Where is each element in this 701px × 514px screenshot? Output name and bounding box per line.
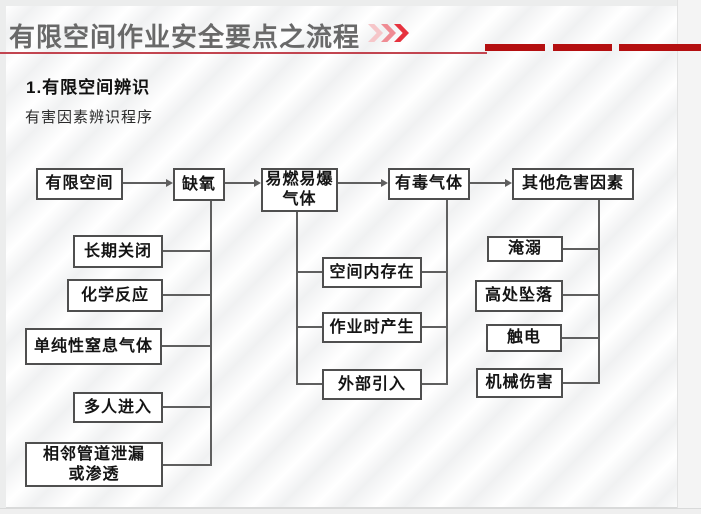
node-simple-asphyxiant-gas: 单纯性窒息气体	[25, 328, 162, 365]
arrow-right-icon	[505, 179, 512, 187]
connector-stub	[298, 271, 322, 273]
node-toxic-gas: 有毒气体	[388, 168, 470, 200]
node-fall-from-height: 高处坠落	[475, 280, 563, 312]
connector-stub	[422, 383, 446, 385]
connector-stub	[163, 464, 210, 466]
connector-stub	[162, 345, 210, 347]
arrow-shaft	[123, 182, 167, 184]
node-external-introduction: 外部引入	[322, 369, 422, 400]
node-drowning: 淹溺	[487, 236, 563, 262]
connector-stub	[163, 294, 210, 296]
title-underline	[0, 52, 487, 54]
node-adjacent-pipeline-leak: 相邻管道泄漏 或渗透	[25, 442, 163, 487]
node-flammable-explosive-gas: 易燃易爆 气体	[261, 168, 338, 212]
arrow-shaft	[470, 182, 506, 184]
connector-other-hazards-branch	[598, 200, 600, 384]
connector-oxygen-branch	[210, 201, 212, 466]
page-title: 有限空间作业安全要点之流程	[9, 22, 361, 52]
chevron-icon	[394, 24, 409, 42]
node-multiple-entry: 多人进入	[73, 392, 163, 423]
connector-stub	[422, 271, 446, 273]
connector-stub	[563, 294, 598, 296]
connector-stub	[298, 326, 322, 328]
node-electric-shock: 触电	[486, 324, 562, 352]
node-oxygen-deficiency: 缺氧	[173, 168, 225, 201]
node-existing-in-space: 空间内存在	[322, 257, 422, 288]
header-dash	[619, 44, 701, 51]
node-produced-during-work: 作业时产生	[322, 312, 422, 343]
chevron-triple-icon	[368, 24, 409, 42]
connector-flammable-branch	[296, 212, 298, 385]
arrow-shaft	[225, 182, 255, 184]
section-heading: 1.有限空间辨识	[26, 78, 151, 97]
connector-stub	[298, 383, 322, 385]
connector-toxic-branch	[446, 200, 448, 385]
node-chemical-reaction: 化学反应	[67, 279, 163, 312]
arrow-right-icon	[254, 179, 261, 187]
connector-stub	[163, 406, 210, 408]
section-subheading: 有害因素辨识程序	[25, 109, 154, 126]
connector-stub	[163, 250, 210, 252]
arrow-right-icon	[381, 179, 388, 187]
connector-stub	[562, 337, 598, 339]
node-mechanical-injury: 机械伤害	[476, 368, 563, 398]
bottom-margin	[0, 508, 701, 514]
node-other-hazards: 其他危害因素	[512, 168, 634, 200]
arrow-right-icon	[166, 179, 173, 187]
chevron-icon	[381, 24, 396, 42]
arrow-shaft	[338, 182, 382, 184]
right-margin	[677, 0, 701, 514]
header-dash	[485, 44, 545, 51]
connector-stub	[422, 326, 446, 328]
node-long-closed: 长期关闭	[73, 235, 163, 268]
connector-stub	[563, 382, 598, 384]
node-confined-space: 有限空间	[36, 168, 123, 200]
chevron-icon	[368, 24, 383, 42]
connector-stub	[563, 248, 598, 250]
header-dash	[553, 44, 612, 51]
